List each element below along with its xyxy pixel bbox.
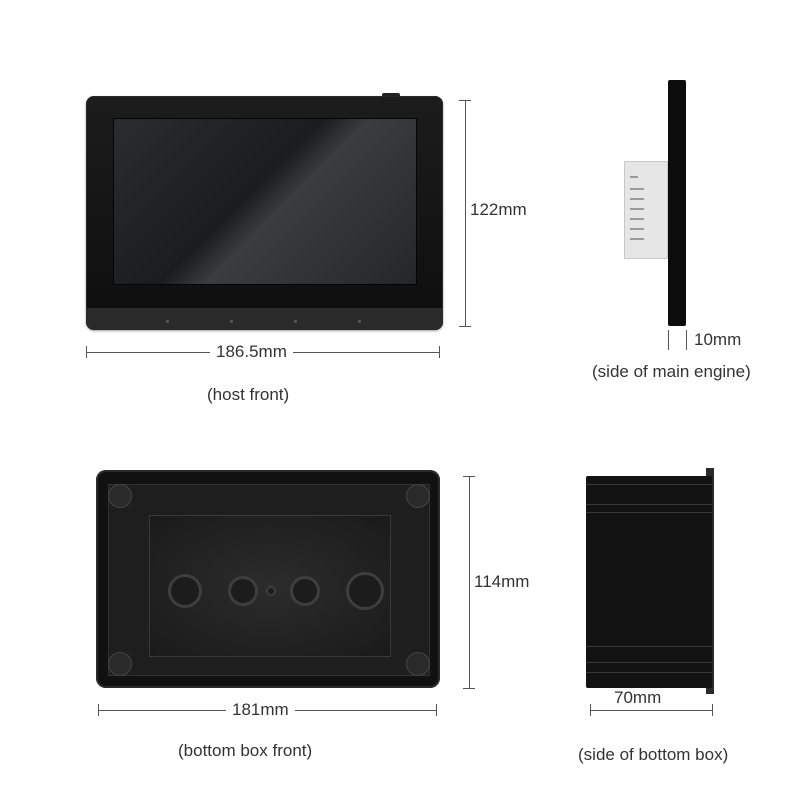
box-height-label: 114mm bbox=[474, 572, 530, 592]
host-width-label: 186.5mm bbox=[210, 342, 293, 362]
corner-screw bbox=[108, 652, 132, 676]
indicator-led bbox=[230, 320, 233, 323]
host-chin bbox=[86, 308, 443, 330]
corner-screw bbox=[108, 484, 132, 508]
corner-screw bbox=[406, 484, 430, 508]
box-side-caption: (side of bottom box) bbox=[578, 745, 729, 764]
screw-hole bbox=[266, 586, 276, 596]
host-side-backbox bbox=[624, 161, 668, 259]
corner-screw bbox=[406, 652, 430, 676]
host-screen bbox=[113, 118, 417, 285]
box-front-caption: (bottom box front) bbox=[178, 741, 313, 760]
bottom-box-side bbox=[586, 476, 712, 688]
bottom-box-inner bbox=[108, 484, 430, 676]
indicator-led bbox=[294, 320, 297, 323]
host-depth-label: 10mm bbox=[690, 330, 742, 350]
bottom-box-cavity bbox=[149, 515, 391, 657]
knockout-hole bbox=[290, 576, 320, 606]
host-height-label: 122mm bbox=[470, 200, 527, 220]
box-depth-label: 70mm bbox=[610, 688, 666, 708]
indicator-led bbox=[358, 320, 361, 323]
host-side-profile bbox=[668, 80, 686, 326]
indicator-led bbox=[166, 320, 169, 323]
knockout-hole bbox=[346, 572, 384, 610]
knockout-hole bbox=[228, 576, 258, 606]
box-width-label: 181mm bbox=[226, 700, 295, 720]
knockout-hole bbox=[168, 574, 202, 608]
host-front-caption: (host front) bbox=[207, 385, 290, 404]
host-front-panel bbox=[86, 93, 443, 330]
host-side-caption: (side of main engine) bbox=[592, 362, 751, 381]
bottom-box-front bbox=[96, 470, 440, 688]
power-button bbox=[382, 93, 400, 97]
